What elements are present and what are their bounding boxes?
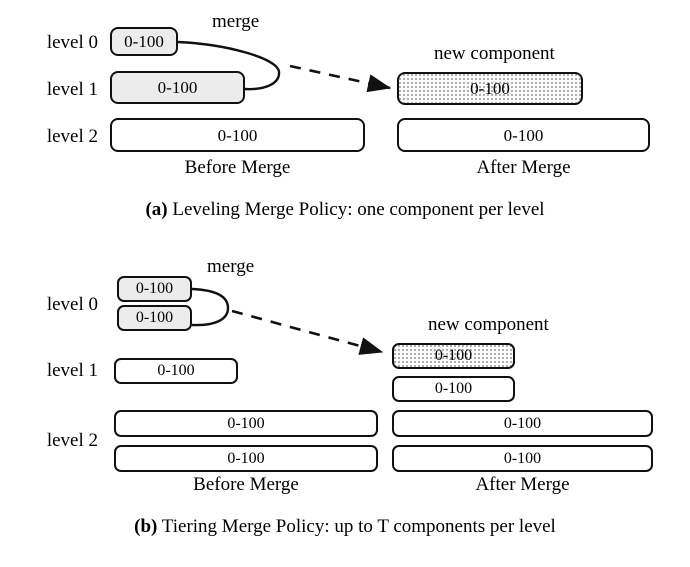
component-value: 0-100 <box>227 449 265 467</box>
panel-a-caption-prefix: (a) <box>145 199 168 220</box>
panel-a-new-component-label: new component <box>434 43 555 64</box>
panel-b-caption-prefix: (b) <box>134 516 158 537</box>
panel-a-after-component-level2[interactable]: 0-100 <box>397 118 650 152</box>
panel-b-level-2-label: level 2 <box>46 430 98 451</box>
panel-b-level-1-label: level 1 <box>46 360 98 381</box>
panel-b-merge-label: merge <box>207 256 255 277</box>
panel-b-caption: (b) Tiering Merge Policy: up to T compon… <box>0 517 690 536</box>
panel-b-before-component-level0-b[interactable]: 0-100 <box>117 305 192 331</box>
component-value: 0-100 <box>434 347 473 364</box>
panel-b-after-component-level2-b[interactable]: 0-100 <box>392 445 653 472</box>
panel-a-after-merge-title: After Merge <box>476 157 571 178</box>
panel-a-before-merge-title: Before Merge <box>184 157 291 178</box>
panel-a-level-0-label: level 0 <box>46 32 98 53</box>
panel-a-merge-label: merge <box>212 11 260 32</box>
component-value: 0-100 <box>157 362 195 379</box>
panel-a-after-component-new[interactable]: 0-100 <box>397 72 583 105</box>
panel-b-before-component-level2-b[interactable]: 0-100 <box>114 445 378 472</box>
panel-b-before-component-level0-a[interactable]: 0-100 <box>117 276 192 302</box>
panel-leveling-merge-policy: level 0 level 1 level 2 0-100 0-100 0-10… <box>0 0 690 235</box>
panel-a-level-2-label: level 2 <box>46 126 98 147</box>
component-value: 0-100 <box>503 125 544 145</box>
panel-b-new-component-label: new component <box>428 314 549 335</box>
panel-b-before-component-level2-a[interactable]: 0-100 <box>114 410 378 437</box>
panel-b-after-component-new[interactable]: 0-100 <box>392 343 515 369</box>
panel-b-level-0-label: level 0 <box>46 294 98 315</box>
panel-tiering-merge-policy: level 0 level 1 level 2 0-100 0-100 0-10… <box>0 255 690 567</box>
component-value: 0-100 <box>217 125 258 145</box>
panel-a-caption: (a) Leveling Merge Policy: one component… <box>0 200 690 219</box>
panel-a-before-component-level1[interactable]: 0-100 <box>110 71 245 104</box>
panel-b-after-merge-title: After Merge <box>475 474 570 495</box>
component-value: 0-100 <box>157 78 198 97</box>
component-value: 0-100 <box>470 79 510 98</box>
component-value: 0-100 <box>503 449 542 467</box>
component-value: 0-100 <box>434 380 473 397</box>
panel-b-before-merge-title: Before Merge <box>193 474 299 495</box>
panel-b-after-component-level2-a[interactable]: 0-100 <box>392 410 653 437</box>
component-value: 0-100 <box>227 414 265 432</box>
component-value: 0-100 <box>503 414 542 432</box>
panel-a-before-component-level2[interactable]: 0-100 <box>110 118 365 152</box>
component-value: 0-100 <box>124 32 164 51</box>
panel-b-after-component-level1[interactable]: 0-100 <box>392 376 515 402</box>
panel-a-level-1-label: level 1 <box>46 79 98 100</box>
panel-b-before-component-level1[interactable]: 0-100 <box>114 358 238 384</box>
component-value: 0-100 <box>135 280 174 297</box>
panel-b-caption-text: Tiering Merge Policy: up to T components… <box>161 516 556 537</box>
panel-a-before-component-level0[interactable]: 0-100 <box>110 27 178 56</box>
component-value: 0-100 <box>135 309 174 326</box>
panel-a-caption-text: Leveling Merge Policy: one component per… <box>172 199 545 220</box>
